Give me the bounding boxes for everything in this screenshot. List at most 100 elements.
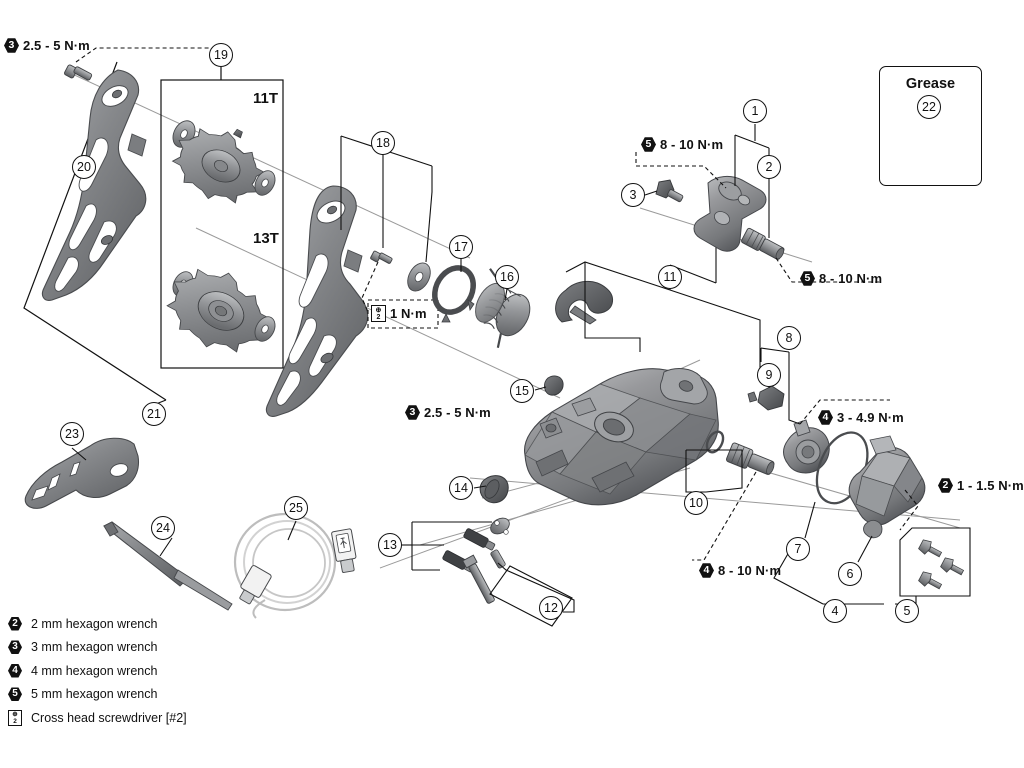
callout-1: 1 [743,99,767,123]
torque-value: 8 - 10 N·m [660,137,724,152]
part-19-pulley-11t [171,120,276,204]
torque-spec: 5 8 - 10 N·m [800,271,882,286]
callout-1-bracket [734,124,770,186]
callout-23: 23 [60,422,84,446]
torque-spec: 5 8 - 10 N·m [641,137,723,152]
callout-17: 17 [449,235,473,259]
part-9-stopper [747,382,785,411]
grease-label: Grease [905,76,956,92]
callout-16: 16 [495,265,519,289]
part-3-stopper-bolt [644,179,684,203]
legend-item: 4 4 mm hexagon wrench [8,659,187,683]
legend-item: 5 5 mm hexagon wrench [8,683,187,707]
legend-item-label: 5 mm hexagon wrench [31,687,158,702]
part-15-cap [534,375,564,396]
torque-value: 1 - 1.5 N·m [957,478,1024,493]
legend-item-label: 2 mm hexagon wrench [31,616,158,631]
part-18-screw [370,250,393,264]
part-21-inner-cage-plate [265,185,369,417]
torque-spec: 3 2.5 - 5 N·m [4,38,90,53]
sprocket-label-13t: 13T [253,230,279,247]
hex-wrench-icon: 3 [405,405,420,420]
torque-spec: 4 8 - 10 N·m [699,563,781,578]
callout-6: 6 [838,562,862,586]
callout-2: 2 [757,155,781,179]
part-1-b-knuckle [693,175,767,252]
torque-spec: ⊕2 1 N·m [371,305,427,322]
callout-4: 4 [823,599,847,623]
part-25-charging-cable [233,512,357,619]
sprocket-label-11t: 11T [253,90,279,107]
part-24-tool [103,521,233,611]
legend-item-label: 4 mm hexagon wrench [31,663,158,678]
callout-21: 21 [142,402,166,426]
legend-item-label: 3 mm hexagon wrench [31,640,158,655]
part-10-bolt [685,442,775,493]
part-2-mounting-bolt [741,178,785,260]
callout-22: 22 [917,95,941,119]
part-14-bushing [473,475,509,504]
part-12-long-screw [462,549,575,627]
part-5-screws-group [895,527,971,605]
torque-value: 8 - 10 N·m [718,563,782,578]
part-main-derailleur-body [524,368,719,506]
torque-value: 8 - 10 N·m [819,271,883,286]
torque-spec: 2 1 - 1.5 N·m [938,478,1024,493]
screwdriver-icon: ⊕2 [8,709,22,726]
callout-8: 8 [777,326,801,350]
hex-wrench-icon: 2 [8,617,22,631]
hex-wrench-icon: 2 [938,478,953,493]
sprocket-group-box [160,67,284,369]
tool-legend: 2 2 mm hexagon wrench 3 3 mm hexagon wrench… [8,612,187,730]
part-13-screws-group [402,517,510,573]
part-8-cover [760,347,830,474]
callout-18: 18 [371,131,395,155]
part-19-pulley-13t [166,268,276,353]
part-6-motor-unit [848,435,926,563]
legend-item-label: Cross head screwdriver [#2] [31,710,187,725]
part-7-seal-band [804,431,869,539]
callout-14: 14 [449,476,473,500]
screwdriver-icon: ⊕2 [371,305,386,322]
callout-20: 20 [72,155,96,179]
callout-3: 3 [621,183,645,207]
callout-4-bracket [773,551,884,605]
hex-wrench-icon: 3 [8,640,22,654]
callout-12: 12 [539,596,563,620]
legend-item: 2 2 mm hexagon wrench [8,612,187,636]
hex-wrench-icon: 5 [641,137,656,152]
legend-item: 3 3 mm hexagon wrench [8,636,187,660]
part-17-snap-ring [432,258,476,323]
callout-24: 24 [151,516,175,540]
part-cage-bolt-upper [64,64,93,81]
part-16-coil-spring [475,268,531,348]
torque-spec: 4 3 - 4.9 N·m [818,410,904,425]
hex-wrench-icon: 4 [8,664,22,678]
callout-10: 10 [684,491,708,515]
callout-11: 11 [658,265,682,289]
part-20-outer-cage-plate [41,69,147,301]
hex-wrench-icon: 4 [699,563,714,578]
callout-7: 7 [786,537,810,561]
part-23-cover-plate [24,437,139,509]
callout-25: 25 [284,496,308,520]
hex-wrench-icon: 5 [8,687,22,701]
legend-item: ⊕2 Cross head screwdriver [#2] [8,706,187,730]
hex-wrench-icon: 3 [4,38,19,53]
callout-9: 9 [757,363,781,387]
grease-callout-box: Grease [879,66,982,186]
hex-wrench-icon: 4 [818,410,833,425]
part-18-washer [407,262,431,292]
callout-15: 15 [510,379,534,403]
torque-value: 2.5 - 5 N·m [23,38,90,53]
hex-wrench-icon: 5 [800,271,815,286]
callout-19: 19 [209,43,233,67]
part-10-oring [705,430,725,454]
torque-value: 1 N·m [390,306,427,321]
callout-13: 13 [378,533,402,557]
torque-value: 3 - 4.9 N·m [837,410,904,425]
part-11-guide-plate [555,281,613,325]
